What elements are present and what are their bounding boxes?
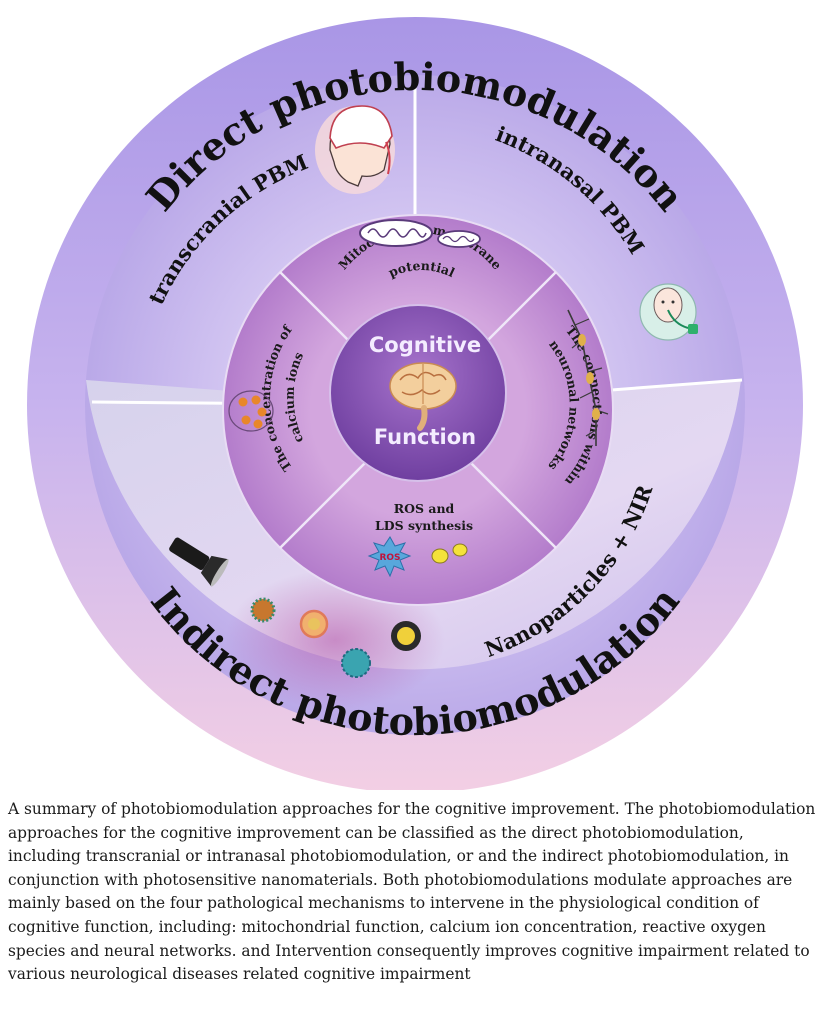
lds-droplet-icon [431,543,468,564]
figure-caption: A summary of photobiomodulation approach… [8,800,816,984]
calcium-ions-icon [228,390,274,432]
brain-icon [389,362,457,431]
center-label-function: Function [374,425,476,449]
center-label-cognitive: Cognitive [369,333,481,357]
neuron-icon [567,309,609,446]
nasal-device-icon [639,283,698,341]
flashlight-icon [169,537,229,587]
nanoparticle-icon [250,597,421,678]
ros-burst-icon: ROS [367,536,412,578]
mito-label-line2: potential [386,258,457,280]
nanoparticle-glow [225,570,445,710]
ros-label-line1: ROS and [394,501,455,516]
photobiomodulation-diagram: Direct photobiomodulation Indirect photo… [27,17,803,790]
ros-label-line2: LDS synthesis [375,518,473,533]
mitochondria-icon [359,219,481,248]
ros-badge-text: ROS [379,553,400,563]
head-laser-icon [315,105,395,194]
